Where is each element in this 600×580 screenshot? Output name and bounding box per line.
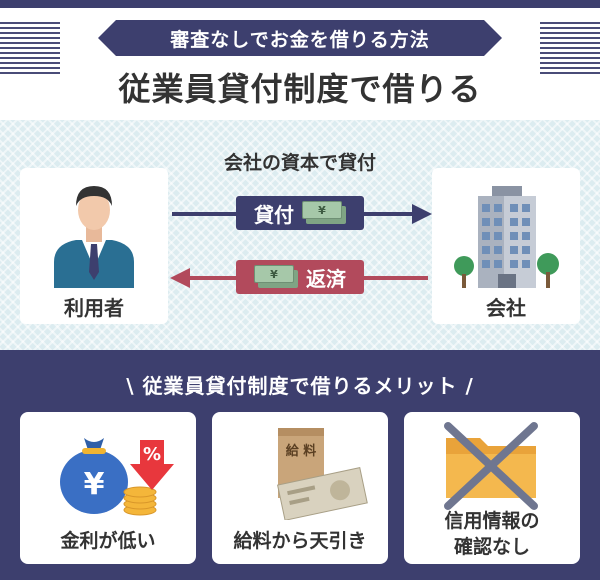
- diagram-caption: 会社の資本で貸付: [223, 152, 376, 174]
- loan-tag-label: 貸付: [254, 202, 294, 227]
- yen-symbol: ¥: [84, 467, 105, 502]
- repay-tag: ¥ 返済: [236, 260, 364, 294]
- percent-symbol: %: [142, 444, 162, 465]
- company-card: 会社: [432, 168, 580, 324]
- loan-arrowhead-icon: [412, 204, 432, 224]
- ribbon-subtitle: 審査なしでお金を借りる方法: [98, 20, 502, 56]
- banknote-icon: ¥: [254, 265, 298, 289]
- merit-label-low-interest: 金利が低い: [60, 530, 156, 552]
- salary-envelope-icon: [276, 428, 368, 520]
- merits-title: \ 従業員貸付制度で借りるメリット /: [126, 374, 474, 398]
- top-bar: [0, 0, 600, 8]
- stripe-decoration-right: [540, 22, 600, 76]
- merit-label-line2: 確認なし: [453, 536, 530, 558]
- company-label: 会社: [486, 296, 526, 320]
- user-card: 利用者: [20, 168, 168, 324]
- banknote-icon: ¥: [302, 201, 346, 225]
- businessman-icon: [54, 186, 134, 288]
- repay-tag-label: 返済: [306, 266, 346, 291]
- merit-card-payroll-deduction: 給 料 給料から天引き: [212, 412, 388, 564]
- office-building-icon: [454, 186, 559, 288]
- crossed-folder-icon: [444, 422, 538, 510]
- merit-card-no-credit-check: 信用情報の 確認なし: [404, 412, 580, 564]
- money-bag-icon: ¥: [60, 438, 157, 516]
- merit-label-payroll-deduction: 給料から天引き: [233, 530, 367, 552]
- down-arrow-icon: [130, 440, 174, 490]
- envelope-text: 給 料: [285, 444, 317, 459]
- merit-label-line1: 信用情報の: [444, 510, 540, 532]
- merit-card-low-interest: ¥ % 金利が低い: [20, 412, 196, 564]
- loan-tag: 貸付 ¥: [236, 196, 364, 230]
- repay-arrowhead-icon: [170, 268, 190, 288]
- user-label: 利用者: [64, 296, 124, 320]
- stripe-decoration-left: [0, 22, 60, 76]
- page-title: 従業員貸付制度で借りる: [118, 70, 482, 108]
